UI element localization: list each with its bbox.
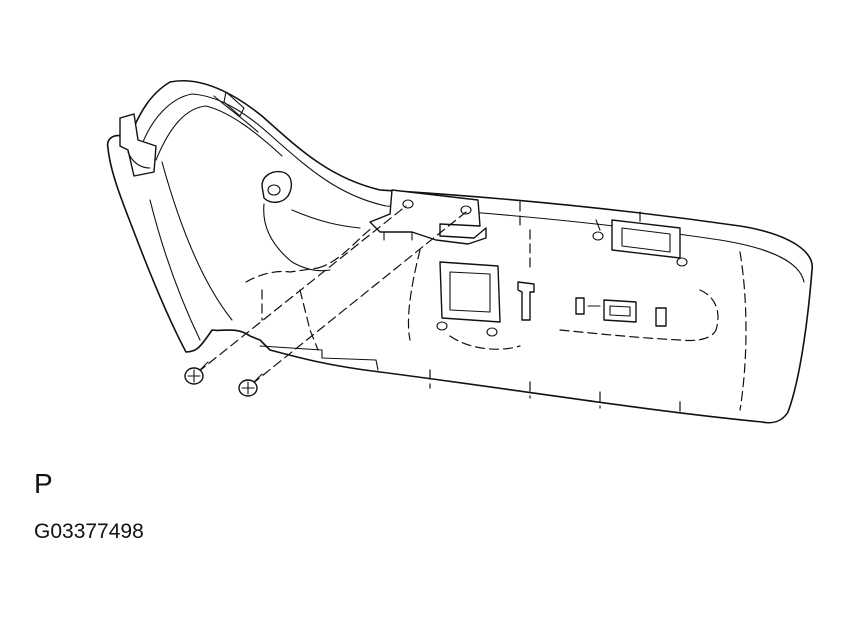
view-label: P — [34, 468, 53, 499]
mounting-bracket — [369, 189, 487, 245]
exploded-guide-lines — [197, 205, 467, 385]
switch-opening-right — [592, 219, 688, 267]
switch-opening-center — [436, 261, 501, 337]
figure-code: G03377498 — [34, 520, 144, 543]
screw-left — [184, 361, 209, 385]
armrest-trim-panel — [106, 80, 813, 424]
screw-right — [238, 373, 263, 397]
latch-slot — [517, 281, 535, 321]
connector-cluster — [575, 297, 667, 327]
